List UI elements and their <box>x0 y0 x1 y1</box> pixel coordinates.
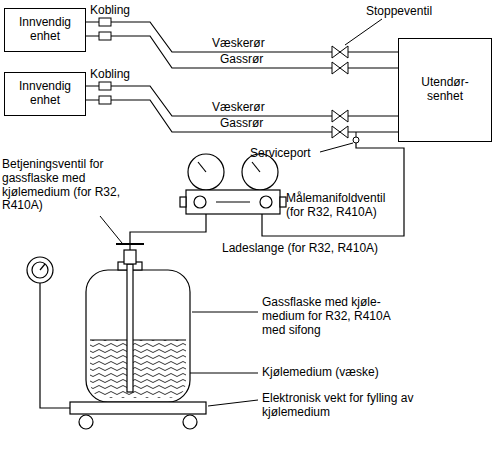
unit-text-group: Innvendig enhet <box>9 16 81 44</box>
callout-label: Kobling <box>90 4 130 18</box>
leader-lines-part <box>100 216 122 243</box>
gauge-manifold-part <box>186 190 280 214</box>
callout-label: Kjølemedium (væske) <box>262 366 379 380</box>
stop-valves-part <box>332 62 348 74</box>
stop-valves-part <box>332 46 348 58</box>
callout-label: Målemanifoldventil (for R32, R410A) <box>286 192 398 220</box>
pipe-label: Væskerør <box>210 101 267 115</box>
refrigerant-cylinder-part <box>90 340 186 398</box>
pipe-label: Gassrør <box>218 53 265 67</box>
charging-hose-part <box>130 214 206 244</box>
callout-label: Stoppeventil <box>366 5 432 19</box>
gauge-manifold-part <box>216 201 250 202</box>
refrigerant-pipe <box>86 100 398 132</box>
stop-valves <box>332 46 348 138</box>
electronic-scale-part <box>70 402 206 414</box>
couplings-part <box>99 82 111 90</box>
refrigerant-cylinder-part <box>127 264 133 392</box>
gauge-manifold-part <box>194 196 206 208</box>
gauge-manifold-part <box>198 162 206 172</box>
electronic-scale-part <box>183 415 197 429</box>
refrigerant-pipe <box>86 22 398 52</box>
electronic-scale-part <box>40 264 45 270</box>
service-port-part <box>353 137 359 143</box>
stop-valves-part <box>332 110 348 122</box>
leader-lines-part <box>192 312 258 313</box>
gauge-manifold-part <box>252 162 260 172</box>
electronic-scale-part <box>32 262 48 278</box>
gauge-manifold <box>180 154 286 214</box>
couplings-part <box>99 18 111 26</box>
service-port <box>353 132 359 143</box>
callout-label: Betjeningsventil for gassflaske med kjøl… <box>2 158 152 213</box>
electronic-scale-part <box>27 257 53 283</box>
unit-box: Innvendig enhet <box>4 72 86 116</box>
refrigerant-cylinder <box>86 244 190 402</box>
refrigerant-pipe <box>86 36 398 68</box>
electronic-scale <box>27 257 206 429</box>
callout-label: Elektronisk vekt for fylling av kjølemed… <box>262 392 422 420</box>
callout-label: Kobling <box>90 68 130 82</box>
leader-lines-part <box>208 400 258 406</box>
refrigerant-pipe <box>86 86 398 116</box>
callout-label: Serviceport <box>250 147 311 161</box>
unit-name: Innvendig enhet <box>9 80 81 108</box>
pipe-label: Væskerør <box>210 37 267 51</box>
callout-label: Ladeslange (for R32, R410A) <box>222 242 378 256</box>
unit-text-group: Innvendig enhet <box>9 80 81 108</box>
gauge-manifold-part <box>188 154 224 190</box>
leader-lines-part <box>320 143 353 152</box>
callout-label: Gassflaske med kjøle- medium for R32, R4… <box>262 296 398 337</box>
couplings-part <box>99 32 111 40</box>
unit-name: Innvendig enhet <box>9 16 81 44</box>
gauge-manifold-part <box>260 196 272 208</box>
electronic-scale-part <box>40 283 70 408</box>
gauge-manifold-part <box>180 197 186 207</box>
refrigerant-cylinder-part <box>86 270 190 402</box>
couplings-part <box>99 96 111 104</box>
gauge-manifold-part <box>280 197 286 207</box>
unit-box: Utendør- senhet <box>398 38 492 142</box>
pipe-label: Gassrør <box>218 117 265 131</box>
couplings <box>99 18 111 104</box>
unit-name: Utendør- senhet <box>414 76 476 104</box>
unit-text-group: Utendør- senhet <box>414 76 476 104</box>
stop-valves-part <box>332 126 348 138</box>
refrigerant-cylinder-part <box>124 250 136 264</box>
electronic-scale-part <box>79 415 93 429</box>
refrigerant-cylinder-part <box>90 339 186 340</box>
charging-hose <box>130 143 404 244</box>
leader-lines-part <box>345 19 382 45</box>
refrigerant-cylinder-part <box>116 243 144 245</box>
unit-box: Innvendig enhet <box>4 8 86 52</box>
service-port-part <box>356 132 357 137</box>
